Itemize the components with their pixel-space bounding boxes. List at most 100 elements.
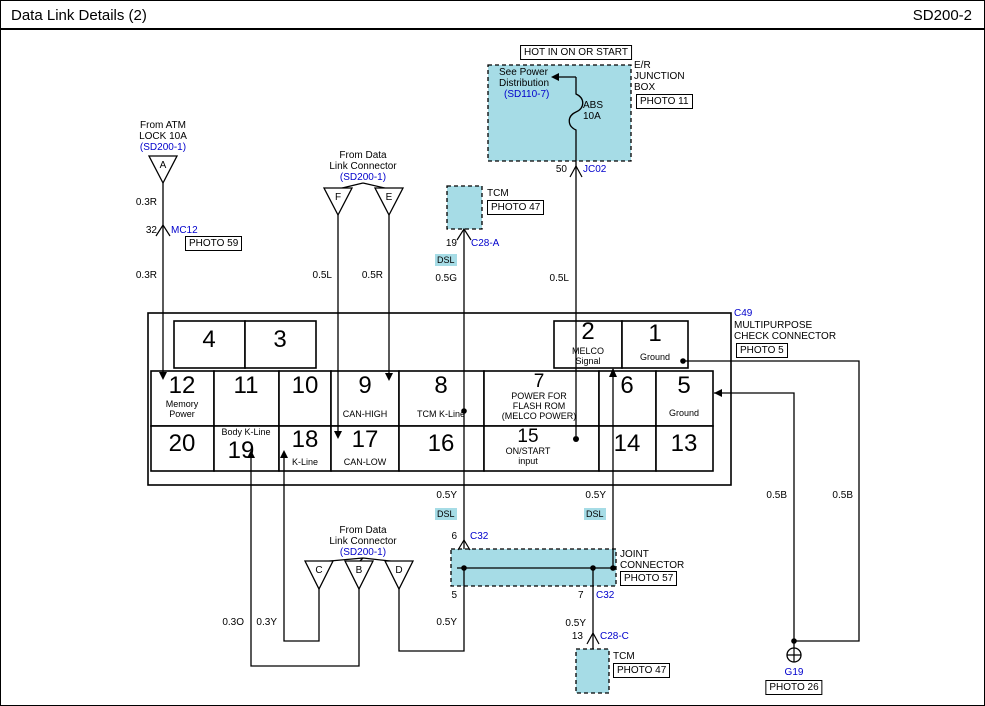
pin-15: 15 [517, 426, 539, 447]
dsl-tag-right: DSL [584, 508, 606, 520]
triangle-e-letter: E [385, 192, 393, 203]
wire-label-05l-power: 0.5L [549, 273, 569, 284]
fuse-label: ABS 10A [583, 100, 604, 122]
triangle-connectors [147, 155, 802, 663]
pin-13-c28c: 13 [571, 631, 583, 642]
page-code: SD200-2 [912, 7, 972, 24]
wire-label-05b-left: 0.5B [766, 490, 787, 501]
pin-1: 1 [648, 320, 662, 347]
dsl-right-wrap: DSL [584, 508, 606, 520]
pin-18-label: K-Line [291, 457, 319, 467]
dsl-tag-left: DSL [435, 508, 457, 520]
pin-13: 13 [670, 430, 698, 457]
wire-label-03r-lower: 0.3R [135, 270, 157, 281]
pin-8-label: TCM K-Line [416, 409, 466, 419]
ground-g19[interactable]: G19 [784, 667, 804, 678]
pin-19-c28a: 19 [445, 238, 457, 249]
pin-19: 19 [227, 437, 255, 464]
pin-17-label: CAN-LOW [343, 457, 387, 467]
dsl-upper-wrap: DSL [435, 254, 457, 266]
pin-5: 5 [677, 372, 691, 399]
triangle-f-letter: F [334, 192, 342, 203]
connector-jc02[interactable]: JC02 [583, 164, 607, 175]
check-connector-name: MULTIPURPOSE CHECK CONNECTOR [734, 320, 837, 342]
wire-fuse [568, 77, 584, 436]
wire-label-05g: 0.5G [435, 273, 457, 284]
tcm-upper-box [446, 185, 483, 230]
wire-label-03o: 0.3O [222, 617, 244, 628]
pin-3: 3 [273, 326, 287, 353]
dlc-bottom-label: From Data Link Connector [329, 525, 397, 547]
dlc-top-label: From Data Link Connector [329, 150, 397, 172]
tcm-upper-label: TCM [487, 188, 509, 199]
wire-label-03r-upper: 0.3R [135, 197, 157, 208]
pin-12: 12 [168, 372, 196, 399]
wire-label-05y-left: 0.5Y [436, 490, 457, 501]
tcm-upper-photo-wrap: PHOTO 47 [487, 200, 545, 215]
dlc-top-sd-link[interactable]: (SD200-1) [339, 172, 387, 183]
ground-symbol-cross [787, 648, 801, 662]
tcm-upper-photo-link[interactable]: PHOTO 47 [487, 200, 545, 215]
connector-symbol-c28a [456, 227, 472, 241]
triangle-f [322, 187, 354, 217]
pin-2-label: MELCO Signal [571, 346, 605, 366]
joint-connector-label: JOINT CONNECTOR [620, 549, 685, 571]
connector-mc12[interactable]: MC12 [171, 225, 198, 236]
triangle-c [303, 560, 335, 591]
triangle-c-letter: C [315, 565, 323, 576]
wire-label-05y-out-left: 0.5Y [436, 617, 457, 628]
pin-32: 32 [145, 225, 157, 236]
from-atm-label: From ATM LOCK 10A [139, 120, 187, 142]
triangle-b [343, 560, 375, 591]
dsl-left-wrap: DSL [435, 508, 457, 520]
dlc-bottom-sd-link[interactable]: (SD200-1) [339, 547, 387, 558]
wire-ground-5 [714, 392, 795, 647]
pin-5-label: Ground [668, 408, 700, 418]
pin-4: 4 [202, 326, 216, 353]
pin-16: 16 [427, 430, 455, 457]
pin-9: 9 [358, 372, 372, 399]
connector-c32-in[interactable]: C32 [470, 531, 489, 542]
connector-c28a[interactable]: C28-A [471, 238, 500, 249]
check-connector-box [147, 312, 732, 486]
pin-8: 8 [434, 372, 448, 399]
pin-9-label: CAN-HIGH [342, 409, 388, 419]
connector-symbol-jc02 [569, 164, 583, 178]
pin-14: 14 [613, 430, 641, 457]
mc12-photo-link[interactable]: PHOTO 59 [185, 236, 243, 251]
pin-1-label: Ground [639, 352, 671, 362]
wire-body-k-line [250, 458, 360, 667]
triangle-b-letter: B [355, 565, 363, 576]
triangle-a [147, 155, 179, 185]
atm-sd-link[interactable]: (SD200-1) [139, 142, 187, 153]
wire-label-03y: 0.3Y [256, 617, 277, 628]
c49-photo-link[interactable]: PHOTO 5 [736, 343, 788, 358]
pin-2: 2 [581, 318, 595, 345]
joint-photo-wrap: PHOTO 57 [620, 571, 678, 586]
pin-6: 6 [620, 372, 634, 399]
hot-in-on-label: HOT IN ON OR START [520, 45, 632, 60]
g19-photo-link[interactable]: PHOTO 26 [765, 680, 823, 695]
tcm-lower-photo-link[interactable]: PHOTO 47 [613, 663, 671, 678]
see-power-link[interactable]: (SD110-7) [504, 89, 550, 100]
er-junction-box [487, 64, 632, 162]
wire-k-line [283, 458, 320, 642]
triangle-e [373, 187, 405, 217]
wire-label-05y-out-right: 0.5Y [565, 618, 586, 629]
pin-7-label: POWER FOR FLASH ROM (MELCO POWER) [501, 391, 577, 421]
pin-7: 7 [533, 371, 545, 392]
pin-7-c32: 7 [578, 590, 584, 601]
connector-c49[interactable]: C49 [734, 308, 753, 319]
pin-19-label: Body K-Line [221, 427, 271, 437]
tcm-lower-label: TCM [613, 651, 635, 662]
connector-c32-out[interactable]: C32 [596, 590, 615, 601]
connector-c28c[interactable]: C28-C [600, 631, 629, 642]
triangle-a-letter: A [159, 160, 167, 171]
joint-photo-link[interactable]: PHOTO 57 [620, 571, 678, 586]
er-photo-link[interactable]: PHOTO 11 [636, 94, 693, 109]
pin-12-label: Memory Power [165, 399, 199, 419]
connector-symbol-c28c [586, 631, 600, 645]
see-power-text: See Power Distribution [499, 67, 550, 89]
